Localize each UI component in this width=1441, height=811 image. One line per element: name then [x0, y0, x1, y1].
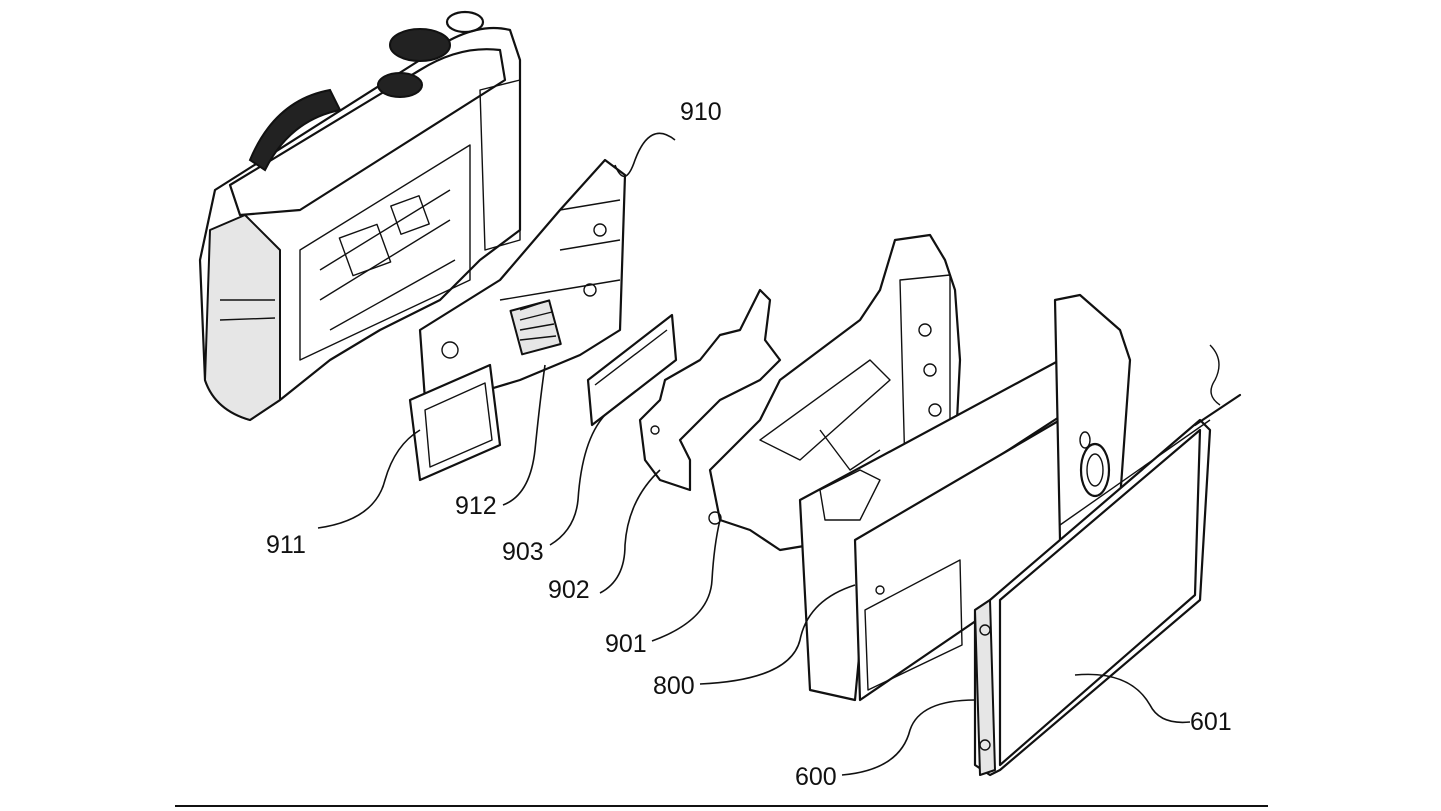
housing-800 — [798, 293, 1132, 702]
label-800: 800 — [653, 672, 695, 700]
leader-800 — [699, 584, 856, 685]
reference-labels: 910 911 912 903 902 901 800 601 600 — [266, 98, 1232, 791]
label-901: 901 — [605, 630, 647, 658]
label-902: 902 — [548, 576, 590, 604]
plate-902 — [638, 288, 782, 492]
leader-912 — [502, 364, 546, 506]
top-button — [445, 10, 485, 34]
board-assembly-910 — [418, 158, 627, 422]
leader-910 — [614, 132, 676, 178]
camera-body — [198, 10, 522, 422]
leader-901 — [651, 519, 721, 642]
board-911 — [408, 363, 502, 482]
leader-600 — [841, 699, 976, 776]
lens-ring — [248, 88, 342, 172]
label-601: 601 — [1190, 708, 1232, 736]
label-600: 600 — [795, 763, 837, 791]
leader-lines — [317, 132, 1191, 776]
mode-dial — [389, 28, 451, 62]
display-600 — [973, 344, 1242, 777]
label-903: 903 — [502, 538, 544, 566]
leader-911 — [317, 429, 421, 529]
label-911: 911 — [266, 531, 306, 559]
label-910: 910 — [680, 98, 722, 126]
leader-601 — [1074, 673, 1191, 724]
label-912: 912 — [455, 492, 497, 520]
leader-903 — [549, 414, 606, 546]
sheet-903 — [586, 313, 678, 427]
leader-902 — [599, 469, 661, 594]
screen-601 — [998, 428, 1202, 767]
shutter-dial — [377, 72, 423, 98]
